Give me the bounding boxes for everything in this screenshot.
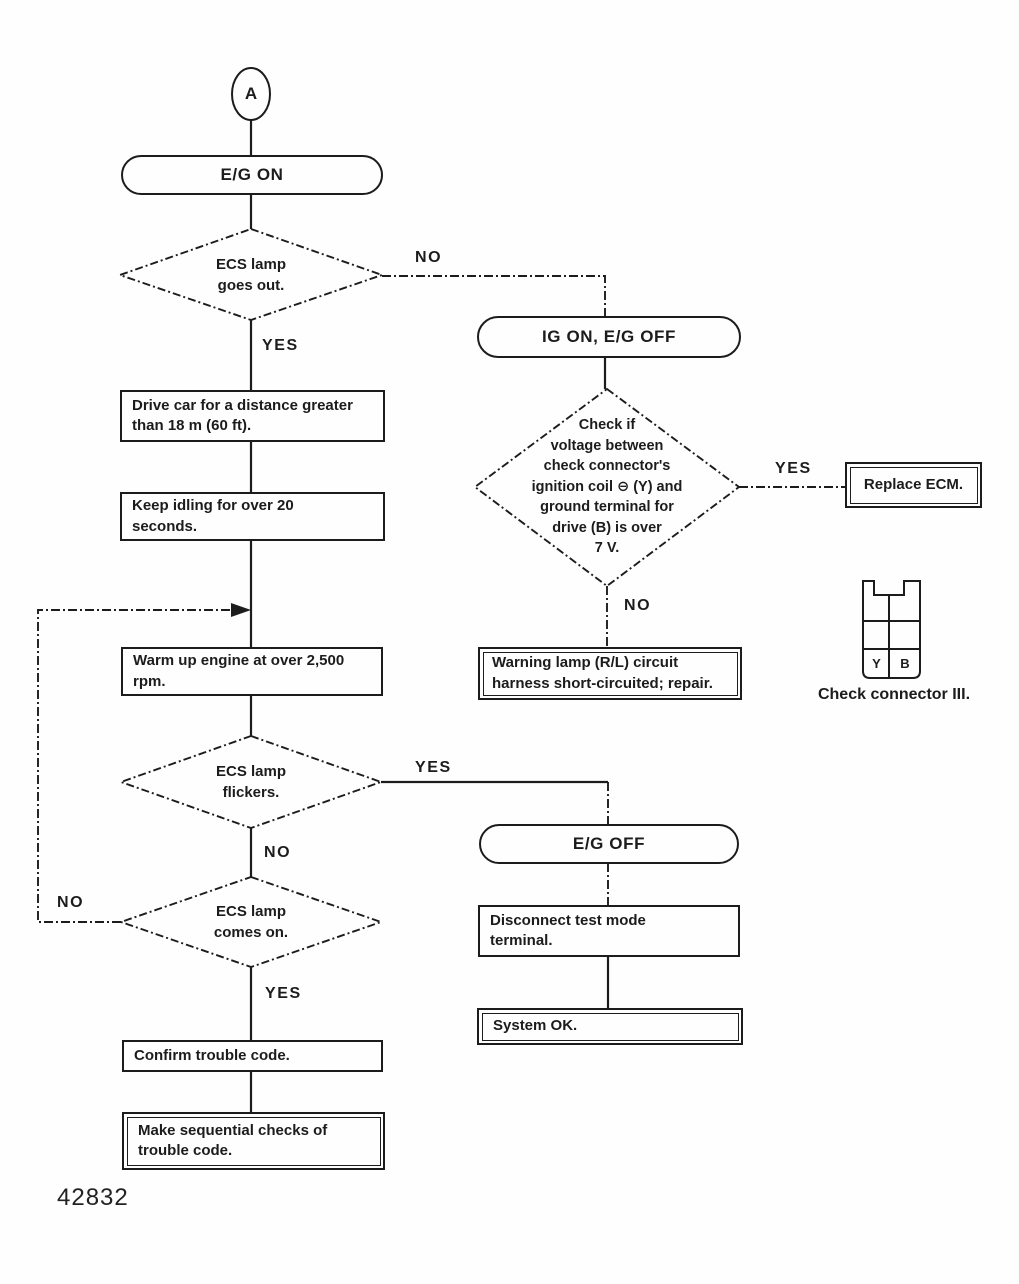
d1-no-label: NO [415,249,443,266]
eg-off-pill-shape [479,824,739,864]
line-d1-no [382,275,606,317]
check-connector-caption: Check connector III. [817,686,971,703]
decision-voltage-check-text: Check if voltage between check connector… [531,417,683,557]
d4-yes-label: YES [265,985,302,1002]
result-system-ok-box: System OK. [477,1008,743,1045]
d3-no-label: NO [264,844,292,861]
result-warning-lamp-box: Warning lamp (R/L) circuit harness short… [478,647,742,700]
line-d4-no-loop [37,609,230,923]
process-warm-up-box: Warm up engine at over 2,500 rpm. [121,647,383,696]
d2-no-label: NO [624,597,652,614]
process-keep-idling-box: Keep idling for over 20 seconds. [120,492,385,541]
result-replace-ecm-box: Replace ECM. [845,462,982,508]
d2-yes-label: YES [775,460,812,477]
result-warning-lamp-text: Warning lamp (R/L) circuit harness short… [492,654,713,692]
eg-on-pill-label: E/G ON [220,165,284,184]
process-confirm-code-box: Confirm trouble code. [122,1040,383,1072]
process-confirm-code-text: Confirm trouble code. [134,1046,290,1064]
d4-no-label: NO [57,894,85,911]
connector-a-label: A [244,84,258,103]
d1-yes-label: YES [262,337,299,354]
result-system-ok-text: System OK. [493,1017,578,1035]
loop-arrowhead [231,603,251,617]
check-connector-terminal-b: B [900,656,910,671]
decision-ecs-goes-out-text: ECS lamp goes out. [215,256,287,294]
decision-ecs-flickers-text: ECS lamp flickers. [215,763,287,801]
figure-number: 42832 [57,1184,129,1211]
check-connector-terminal-y: Y [872,656,881,671]
eg-off-pill-label: E/G OFF [572,834,646,853]
process-drive-car-box: Drive car for a distance greater than 18… [120,390,385,442]
process-disconnect-text: Disconnect test mode terminal. [490,911,646,949]
d3-yes-label: YES [415,759,452,776]
result-sequential-checks-text: Make sequential checks of trouble code. [138,1121,328,1159]
result-sequential-checks-box: Make sequential checks of trouble code. [122,1112,385,1170]
check-connector-outline [862,580,921,679]
process-warm-up-text: Warm up engine at over 2,500 rpm. [133,652,345,690]
ig-on-pill-label: IG ON, E/G OFF [541,327,676,346]
decision-voltage-check-shape [473,387,741,588]
process-drive-car-text: Drive car for a distance greater than 18… [132,396,353,434]
ig-on-pill-shape [477,316,741,358]
result-replace-ecm-text: Replace ECM. [863,475,964,493]
process-disconnect-box: Disconnect test mode terminal. [478,905,740,957]
process-keep-idling-text: Keep idling for over 20 seconds. [132,497,294,535]
decision-ecs-comes-on-text: ECS lamp comes on. [213,903,289,941]
